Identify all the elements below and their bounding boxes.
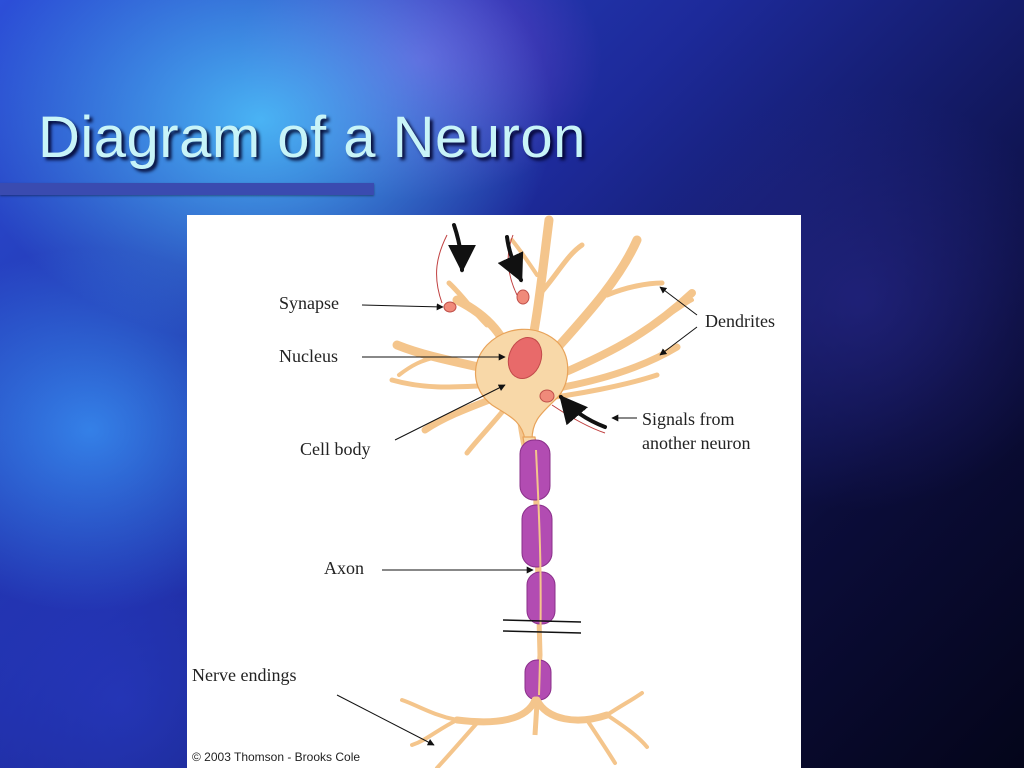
myelin-segment: [524, 659, 552, 701]
neuron-diagram-svg: Synapse Nucleus Cell body Dendrites Sign…: [192, 215, 775, 768]
synapse-knob: [443, 301, 457, 313]
nerve-endings: [400, 691, 649, 768]
neuron-figure: Synapse Nucleus Cell body Dendrites Sign…: [187, 215, 801, 768]
axon: [502, 439, 582, 736]
label-synapse: Synapse: [279, 293, 339, 313]
synapse-knob: [516, 289, 530, 305]
synapse-knobs: [443, 289, 555, 403]
label-nerve-endings: Nerve endings: [192, 665, 296, 685]
nerve-endings-leader: [336, 694, 435, 746]
cell-body-leader: [394, 384, 506, 441]
axon-break-mark: [502, 619, 582, 623]
axon-break-mark: [502, 630, 582, 634]
myelin-segment: [519, 439, 551, 501]
dendrites-leader-upper: [659, 286, 698, 316]
label-axon: Axon: [324, 558, 364, 578]
slide-title: Diagram of a Neuron: [38, 105, 586, 170]
copyright-text: © 2003 Thomson - Brooks Cole: [192, 750, 360, 764]
synapse-knob: [539, 389, 555, 403]
myelin-sheath: [519, 439, 556, 701]
label-signals-line1: Signals from: [642, 409, 735, 429]
synapse-leader: [361, 303, 444, 311]
label-nucleus: Nucleus: [279, 346, 338, 366]
leader-lines: [336, 286, 698, 746]
title-underline-bar: [0, 183, 374, 195]
signal-arrows: [447, 223, 607, 429]
dendrites-leader-lower: [659, 326, 698, 356]
label-cell-body: Cell body: [300, 439, 371, 459]
nucleus-shape: [507, 337, 543, 379]
label-signals-line2: another neuron: [642, 433, 750, 453]
label-dendrites: Dendrites: [705, 311, 775, 331]
myelin-segment: [521, 504, 553, 568]
